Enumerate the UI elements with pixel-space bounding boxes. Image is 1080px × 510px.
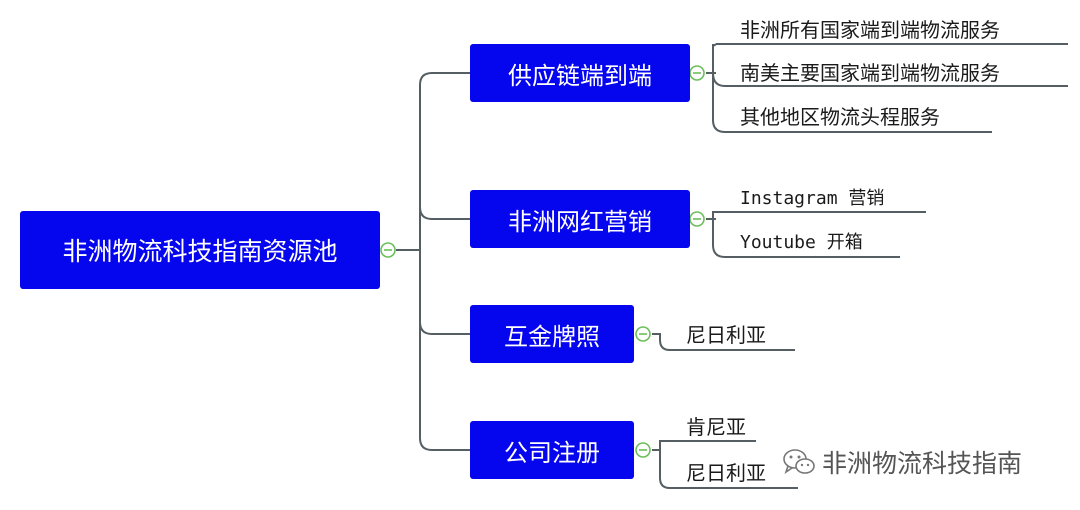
branch-node-supply-chain[interactable]: 供应链端到端 (470, 44, 690, 102)
root-node[interactable]: 非洲物流科技指南资源池 (20, 211, 380, 289)
branch-node-company-registration[interactable]: 公司注册 (470, 421, 634, 479)
watermark-text: 非洲物流科技指南 (822, 449, 1023, 478)
branch-node-fintech-license[interactable]: 互金牌照 (470, 305, 634, 363)
wechat-icon (783, 449, 815, 474)
watermark: 非洲物流科技指南 (782, 442, 1022, 482)
leaf-node[interactable]: 尼日利亚 (686, 461, 766, 485)
branch-node-influencer-marketing[interactable]: 非洲网红营销 (470, 190, 690, 248)
leaf-node[interactable]: 非洲所有国家端到端物流服务 (740, 18, 1000, 42)
leaf-node[interactable]: 其他地区物流头程服务 (740, 105, 940, 129)
leaf-node[interactable]: Youtube 开箱 (740, 232, 863, 253)
leaf-node[interactable]: 肯尼亚 (686, 415, 746, 439)
leaf-node[interactable]: 南美主要国家端到端物流服务 (740, 61, 1000, 85)
leaf-node[interactable]: Instagram 营销 (740, 188, 885, 209)
leaf-node[interactable]: 尼日利亚 (686, 323, 766, 347)
